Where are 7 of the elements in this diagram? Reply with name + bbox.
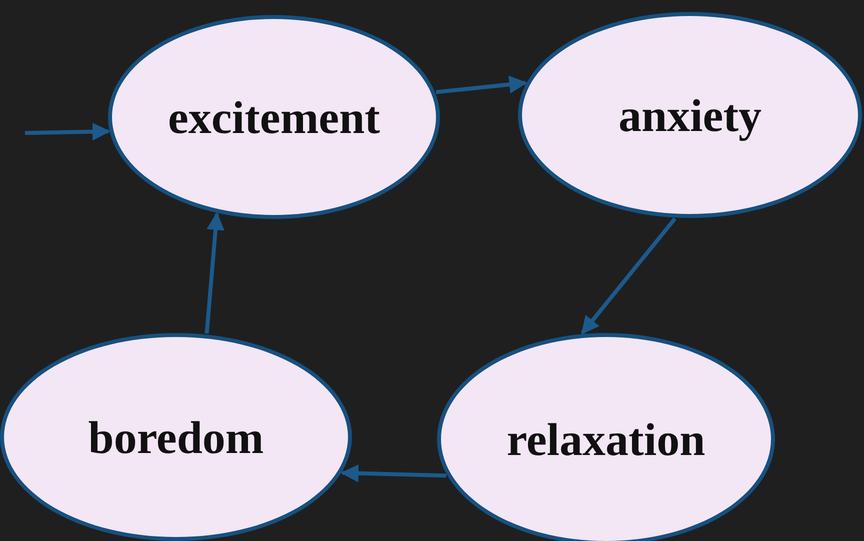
arrow <box>24 122 110 141</box>
state-label: anxiety <box>618 88 762 142</box>
state-label: relaxation <box>506 412 706 466</box>
arrow <box>204 212 224 334</box>
state-label: boredom <box>88 410 264 464</box>
arrow <box>580 217 676 334</box>
state-label: excitement <box>168 90 380 144</box>
